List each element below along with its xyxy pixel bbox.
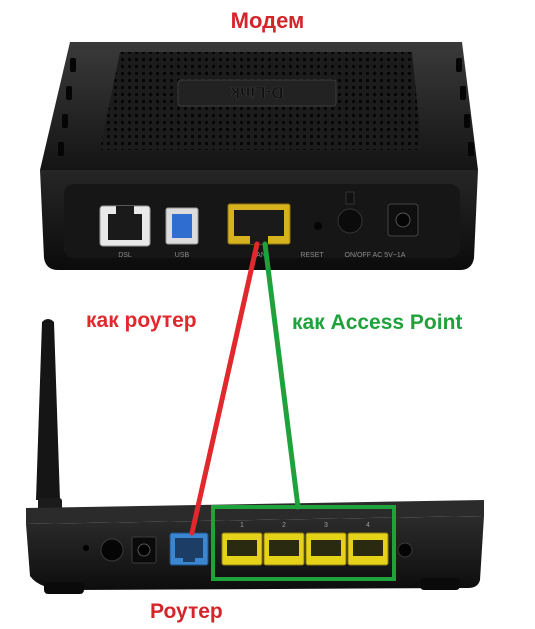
lan-port-4-label: 4 (366, 522, 370, 529)
power-label: ON/OFF AC 5V~1A (345, 252, 406, 259)
router-antenna (36, 319, 60, 500)
modem-power-jack (387, 203, 419, 237)
modem-power-button (337, 191, 363, 234)
router-foot-left (44, 582, 84, 594)
router-foot-right (420, 578, 460, 590)
access-point-mode-label: как Access Point (292, 311, 463, 334)
svg-text:D-Link: D-Link (230, 83, 283, 102)
router-lan-port (263, 532, 305, 566)
lan-port-2-label: 2 (282, 522, 286, 529)
router-lan-ports (221, 532, 389, 566)
reset-label: RESET (300, 252, 324, 259)
router-lan-port (305, 532, 347, 566)
modem-dsl-port (99, 205, 151, 247)
lan-port-3-label: 3 (324, 522, 328, 529)
router-power-button (100, 538, 124, 562)
lan-port-label: LAN (252, 252, 266, 259)
router-wan-port (169, 532, 209, 566)
usb-port-label: USB (175, 252, 190, 259)
modem-lan-port (227, 203, 291, 245)
modem-usb-port (165, 207, 199, 245)
modem: D-Link (40, 42, 478, 270)
router-lan-port (221, 532, 263, 566)
router-reset-hole (83, 545, 89, 551)
router: 1 2 3 4 (26, 319, 484, 594)
dlink-logo: D-Link (177, 79, 337, 107)
modem-title: Модем (230, 8, 305, 33)
modem-reset-hole (314, 222, 322, 230)
access-point-mode-cable (262, 241, 301, 510)
router-title: Роутер (150, 600, 223, 623)
router-mode-cable (189, 241, 260, 536)
router-mode-label: как роутер (86, 309, 197, 332)
modem-side-slots (58, 58, 474, 156)
lan-port-1-label: 1 (240, 522, 244, 529)
router-wps-button (397, 542, 413, 558)
router-lan-port (347, 532, 389, 566)
dsl-port-label: DSL (118, 252, 132, 259)
lan-ports-highlight-frame (211, 505, 396, 581)
